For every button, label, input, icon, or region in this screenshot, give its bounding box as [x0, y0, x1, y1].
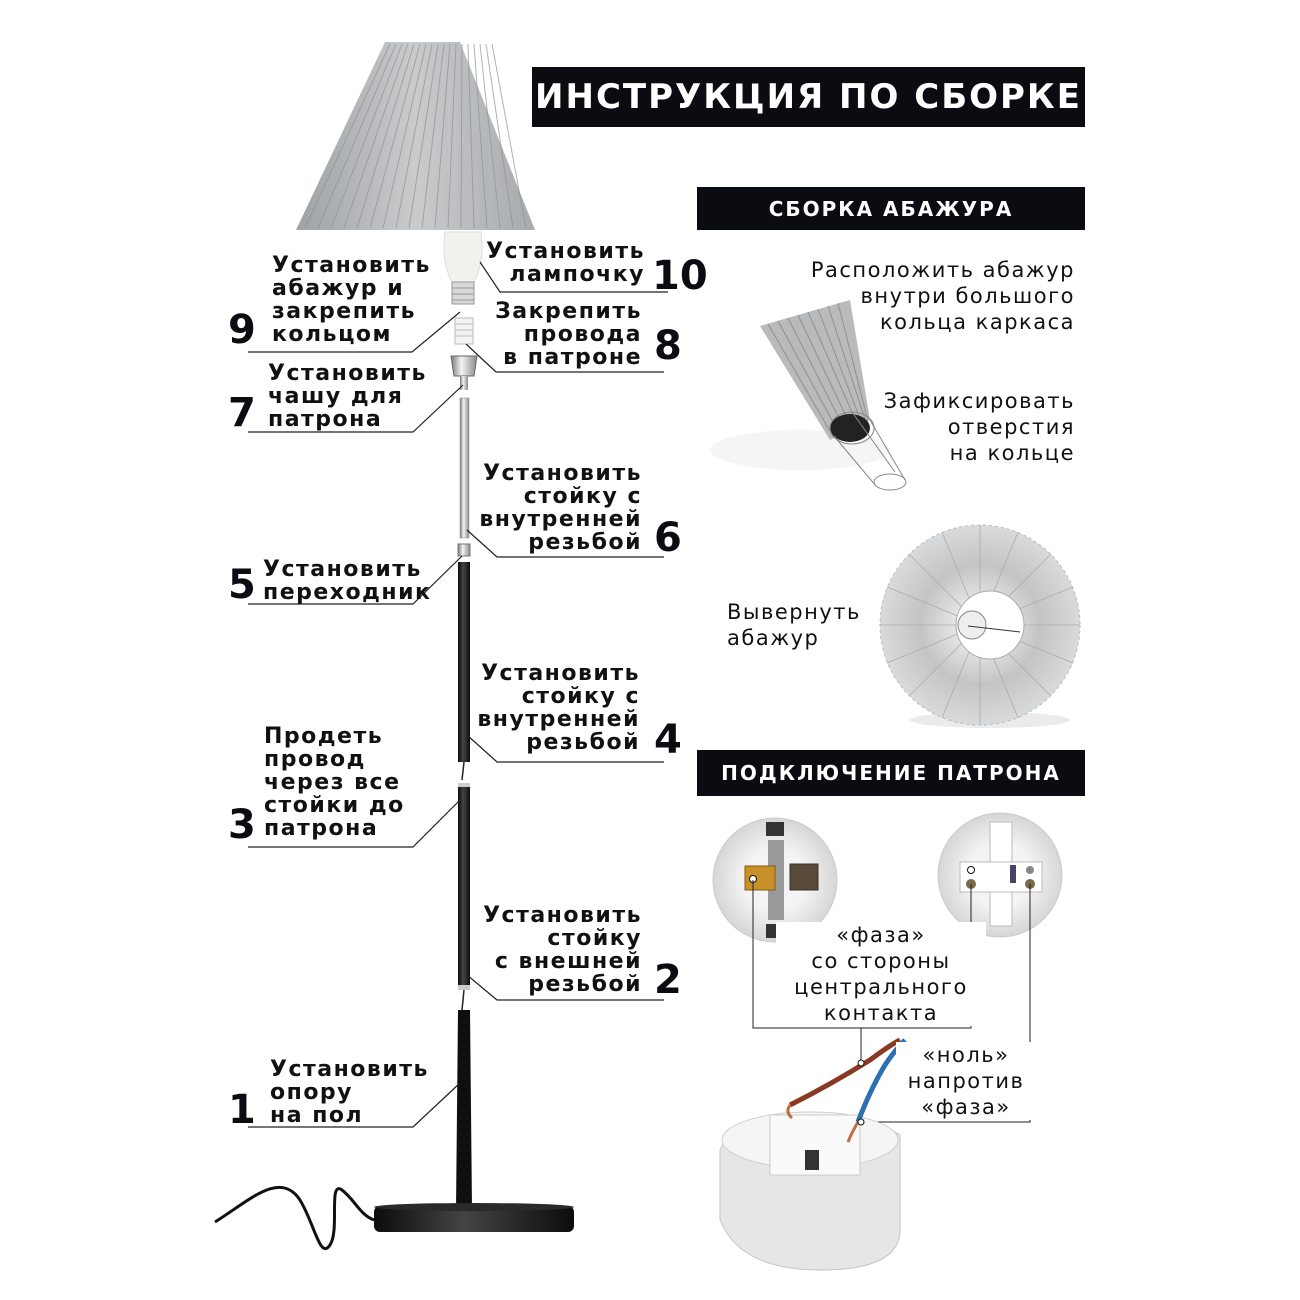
step-8-number: 8	[654, 323, 682, 369]
step-2-number: 2	[654, 957, 682, 1003]
shade-note-position: Расположить абажур внутри большого кольц…	[810, 258, 1075, 334]
step-3-number: 3	[228, 802, 256, 848]
socket-note-neutral: «ноль» напротив «фаза»	[896, 1042, 1036, 1120]
step-1-text: Установить опору на пол	[270, 1057, 429, 1128]
step-9-text: Установить абажур и закрепить кольцом	[272, 253, 431, 347]
leader-lines	[248, 261, 668, 1128]
socket-back-image	[937, 812, 1063, 938]
socket-part-image	[454, 317, 474, 345]
upper-rod-image	[459, 397, 470, 539]
step-3-text: Продеть провод через все стойки до патро…	[264, 724, 405, 841]
page-title: ИНСТРУКЦИЯ ПО СБОРКЕ	[532, 67, 1085, 127]
section-title-socket-connection: ПОДКЛЮЧЕНИЕ ПАТРОНА	[697, 750, 1085, 796]
floor-base-image	[374, 1203, 574, 1232]
power-cable-image	[214, 1185, 375, 1250]
step-4-number: 4	[654, 717, 682, 763]
socket-front-image	[712, 817, 838, 943]
socket-note-phase: «фаза» со стороны центрального контакта	[776, 922, 986, 1026]
cup-part-image	[450, 355, 478, 390]
shade-note-invert: Вывернуть абажур	[727, 600, 861, 650]
step-5-number: 5	[228, 562, 256, 608]
rod-middle-black-image	[458, 787, 470, 987]
shade-note-fix-holes: Зафиксировать отверстия на кольце	[883, 389, 1075, 465]
step-6-number: 6	[654, 515, 682, 561]
base-rod-image	[456, 1010, 472, 1210]
step-7-number: 7	[228, 390, 256, 436]
lampshade-image	[296, 42, 535, 230]
adapter-image	[457, 543, 471, 557]
step-6-text: Установить стойку с внутренней резьбой	[479, 461, 642, 555]
step-5-text: Установить переходник	[263, 557, 432, 605]
step-2-text: Установить стойку с внешней резьбой	[483, 903, 642, 997]
shade-inverted-image	[879, 524, 1081, 728]
shade-frame-image	[710, 300, 907, 491]
step-10-number: 10	[652, 253, 708, 299]
step-1-number: 1	[228, 1087, 256, 1133]
step-8-text: Закрепить провода в патроне	[495, 299, 642, 370]
step-10-text: Установить лампочку	[486, 239, 645, 287]
socket-wired-image	[719, 1037, 907, 1271]
step-7-text: Установить чашу для патрона	[268, 361, 427, 432]
bulb-image	[443, 231, 483, 305]
step-4-text: Установить стойку с внутренней резьбой	[477, 661, 640, 755]
rod-upper-black-image	[458, 562, 470, 762]
section-title-shade-assembly: СБОРКА АБАЖУРА	[697, 187, 1085, 230]
step-9-number: 9	[228, 307, 256, 353]
